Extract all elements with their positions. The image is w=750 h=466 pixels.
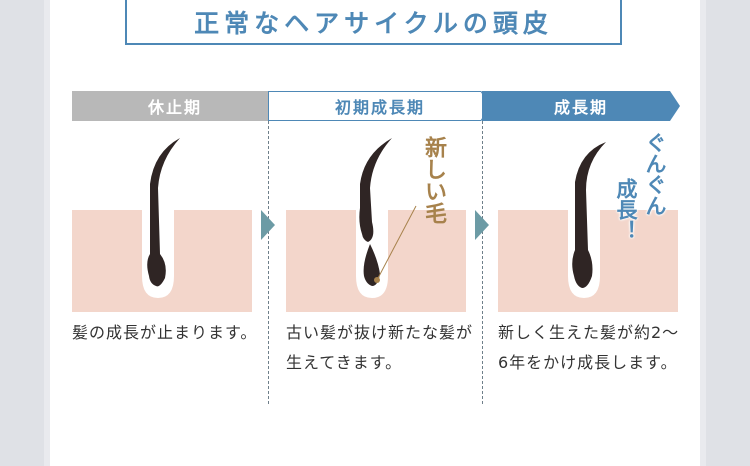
stage-band-rest: 休止期: [72, 91, 278, 121]
stage-band-growth-shape: [482, 91, 680, 121]
stage-divider-2: [482, 121, 483, 404]
panel-rest: [72, 126, 252, 312]
stage-divider-1: [268, 121, 269, 404]
stage-description-rest: 髪の成長が止まります。: [72, 323, 258, 342]
hair-follicle-icon: [72, 138, 252, 312]
page-shadow-left: [44, 0, 50, 466]
panel-growth: [498, 126, 678, 312]
title-box: 正常なヘアサイクルの頭皮: [125, 0, 622, 45]
step-arrow-icon: [261, 210, 275, 240]
stage-description-early-growth: 古い髪が抜け新たな髪が生えてきます。: [286, 323, 474, 372]
stage-label-early-growth: 初期成長期: [334, 98, 425, 117]
hair-follicle-icon: [286, 138, 466, 312]
stage-label-rest: 休止期: [147, 98, 202, 117]
hair-follicle-icon: [498, 142, 678, 312]
page-shadow-right: [700, 0, 706, 466]
new-hair-annotation: 新しい毛: [421, 136, 446, 224]
page-title: 正常なヘアサイクルの頭皮: [194, 8, 553, 38]
stage-band-growth: 成長期: [482, 91, 680, 121]
stage-label-growth: 成長期: [553, 98, 608, 117]
stage-band-rest-shape: [72, 91, 278, 121]
panel-early-growth: [286, 126, 466, 312]
stage-band-early-growth: 初期成長期: [268, 91, 492, 121]
growing-annotation-line2: 成長！: [614, 178, 638, 241]
growing-annotation-line1: ぐんぐん: [643, 132, 667, 216]
stage-description-growth: 新しく生えた髪が約2～6年をかけ成長します。: [498, 323, 680, 372]
step-arrow-icon: [475, 210, 489, 240]
